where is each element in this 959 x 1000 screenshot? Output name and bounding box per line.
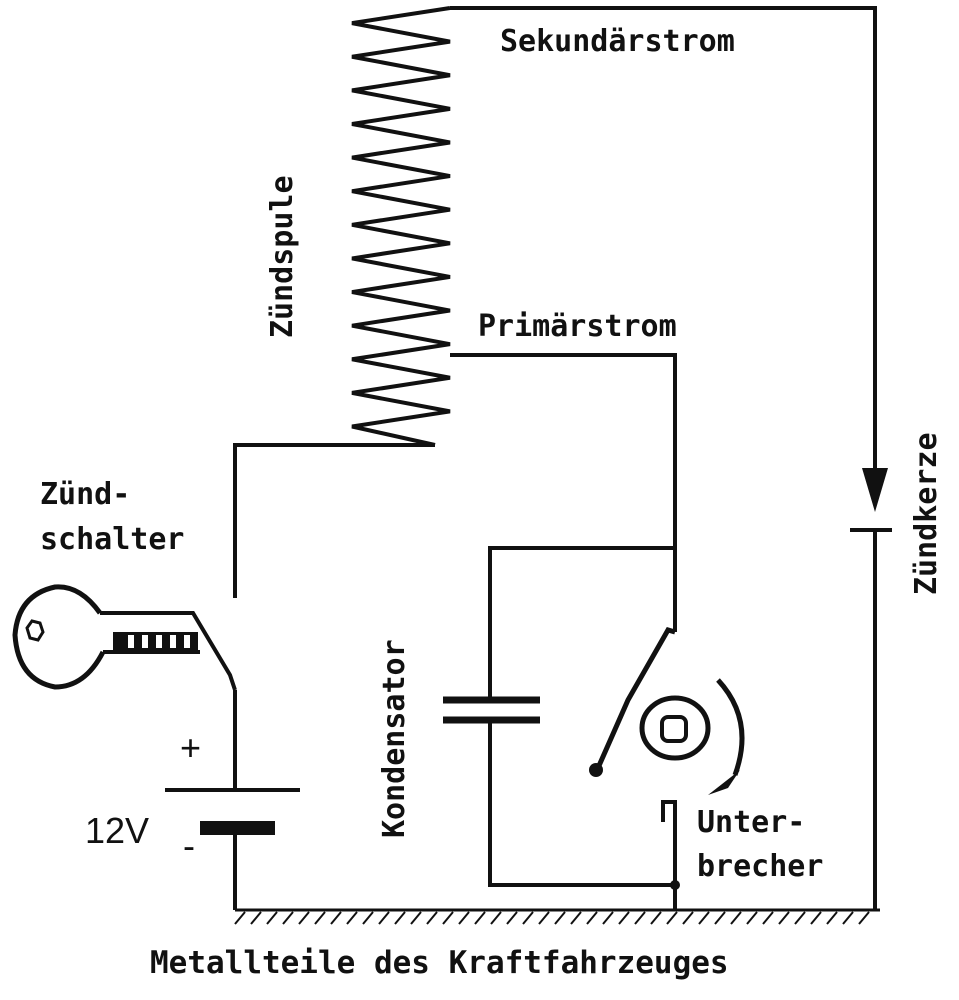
hatch-mark	[442, 911, 454, 925]
label-ignition-switch-2: schalter	[40, 522, 185, 557]
hatch-mark	[714, 911, 726, 925]
label-ignition-switch-1: Zünd-	[40, 477, 131, 512]
label-ignition-coil: Zündspule	[265, 175, 300, 338]
hatch-mark	[634, 911, 646, 925]
breaker-contact	[661, 800, 677, 910]
label-breaker-1: Unter-	[697, 805, 806, 840]
rotation-arrow	[716, 678, 745, 776]
key-blade	[100, 611, 237, 691]
hatch-mark	[586, 911, 598, 925]
junction-dot	[670, 880, 680, 890]
primary-wire	[450, 353, 677, 632]
hatch-mark	[474, 911, 486, 925]
battery-voltage: 12V	[85, 810, 150, 851]
hatch-mark	[394, 911, 406, 925]
hatch-mark	[618, 911, 630, 925]
hatch-mark	[570, 911, 582, 925]
hatch-mark	[490, 911, 502, 925]
hatch-mark	[346, 911, 358, 925]
ground-hatching	[234, 911, 870, 925]
hatch-mark	[234, 911, 246, 925]
spark-direction-arrow	[862, 468, 888, 512]
lever-tip	[589, 763, 603, 777]
breaker-cam	[639, 695, 711, 761]
hatch-mark	[602, 911, 614, 925]
key-tooth-gap	[156, 635, 162, 648]
hatch-mark	[810, 911, 822, 925]
key-bow	[12, 584, 106, 690]
label-capacitor: Kondensator	[377, 639, 412, 838]
battery-minus-sign: -	[183, 825, 195, 866]
label-spark-plug: Zündkerze	[909, 432, 944, 595]
hatch-mark	[650, 911, 662, 925]
key-hexagon	[25, 619, 45, 642]
hatch-mark	[522, 911, 534, 925]
breaker-lever	[595, 627, 676, 770]
hatch-mark	[298, 911, 310, 925]
hatch-mark	[426, 911, 438, 925]
rotation-arrowhead	[708, 770, 740, 795]
hatch-mark	[682, 911, 694, 925]
battery-plus-sign: +	[180, 727, 202, 768]
hatch-mark	[410, 911, 422, 925]
hatch-mark	[282, 911, 294, 925]
key-tooth-gap	[128, 635, 134, 648]
hatch-mark	[778, 911, 790, 925]
hatch-mark	[730, 911, 742, 925]
secondary-wire	[450, 6, 877, 470]
capacitor-top-wire	[488, 546, 675, 698]
label-secondary-current: Sekundärstrom	[500, 24, 735, 59]
cam-shaft	[660, 715, 688, 743]
hatch-mark	[250, 911, 262, 925]
ignition-coil-winding	[351, 6, 451, 447]
hatch-mark	[378, 911, 390, 925]
hatch-mark	[666, 911, 678, 925]
hatch-mark	[506, 911, 518, 925]
label-breaker-2-clip: brecher	[697, 852, 830, 892]
key-teeth	[113, 632, 198, 652]
hatch-mark	[842, 911, 854, 925]
hatch-mark	[314, 911, 326, 925]
hatch-mark	[330, 911, 342, 925]
label-ground: Metallteile des Kraftfahrzeuges	[150, 945, 729, 981]
label-primary-current: Primärstrom	[478, 309, 677, 344]
hatch-mark	[554, 911, 566, 925]
key-tooth-gap	[142, 635, 148, 648]
coil-to-switch-wire	[233, 443, 435, 598]
hatch-mark	[762, 911, 774, 925]
hatch-mark	[826, 911, 838, 925]
hatch-mark	[458, 911, 470, 925]
hatch-mark	[858, 911, 870, 925]
label-breaker-2: brecher	[697, 852, 824, 884]
key-tooth-gap	[184, 635, 190, 648]
hatch-mark	[362, 911, 374, 925]
hatch-mark	[538, 911, 550, 925]
hatch-mark	[746, 911, 758, 925]
hatch-mark	[698, 911, 710, 925]
hatch-mark	[266, 911, 278, 925]
key-tooth-gap	[170, 635, 176, 648]
hatch-mark	[794, 911, 806, 925]
capacitor-bottom-wire	[488, 720, 675, 887]
